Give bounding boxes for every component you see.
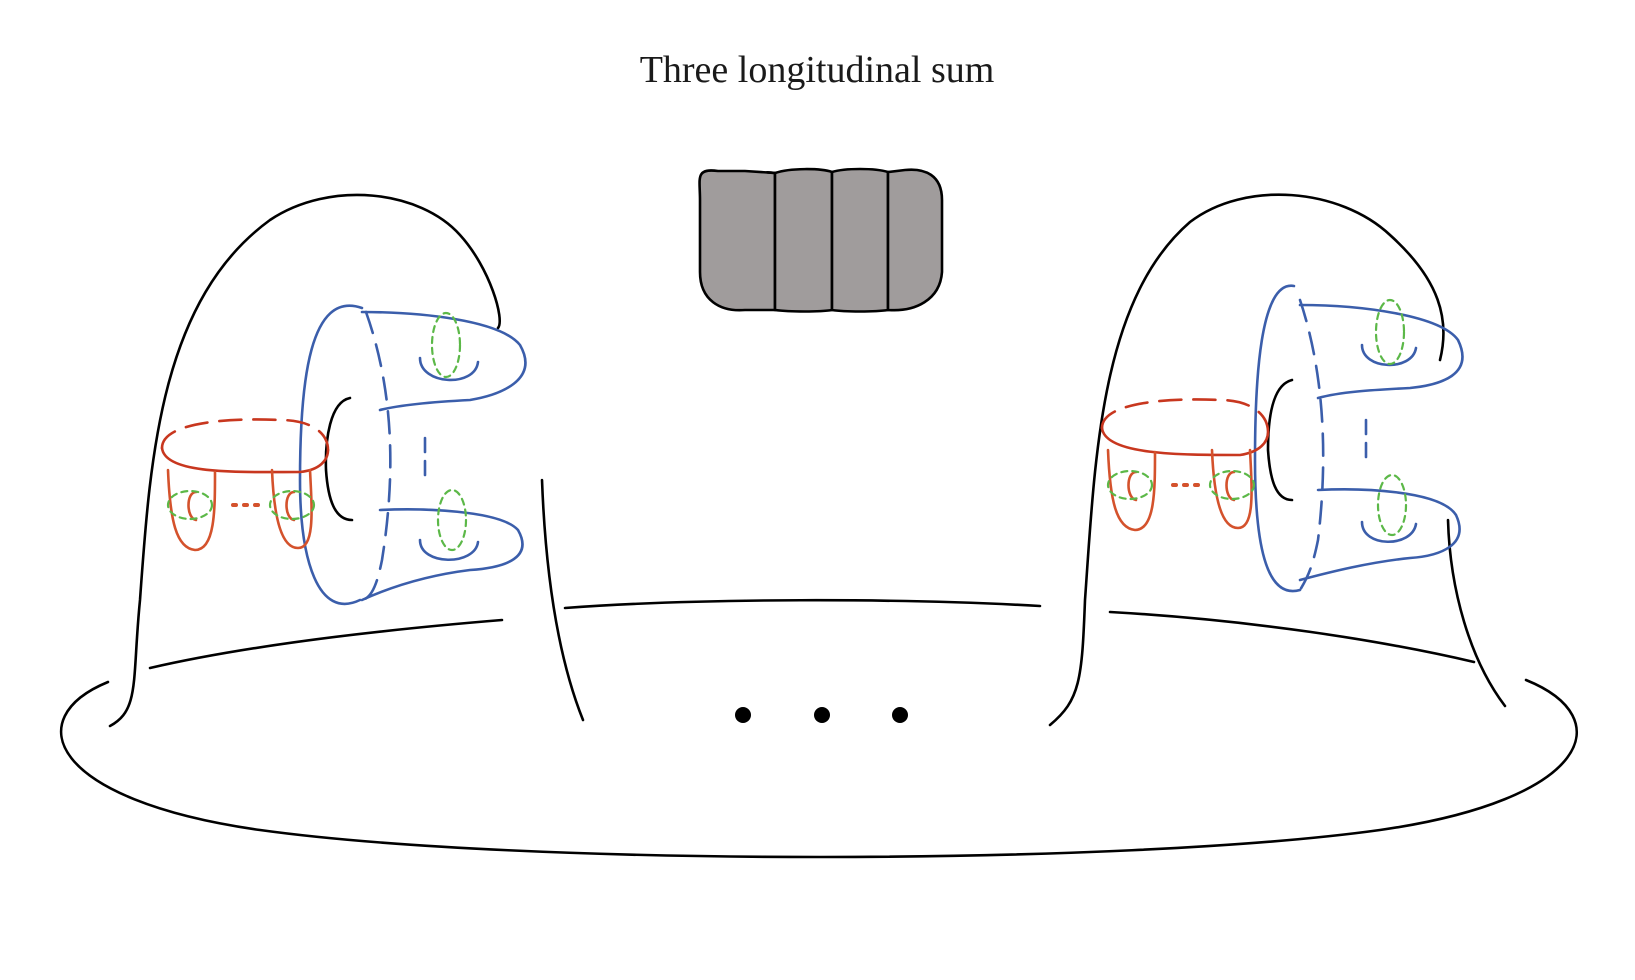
left-blue-torus-dashed (360, 310, 392, 602)
right-red-hook-2 (1225, 470, 1236, 502)
ellipsis-dots (735, 707, 908, 723)
left-cap-right-side (540, 478, 585, 722)
right-red-leg-left (1106, 448, 1157, 532)
left-green-loop-bottom (436, 488, 468, 552)
left-cap (108, 193, 585, 728)
right-cap-dome (1048, 193, 1445, 727)
inset-lobe-3 (830, 167, 890, 313)
left-red-disk-back (160, 418, 330, 452)
base-disk (59, 598, 1578, 859)
right-red-hook-1 (1127, 470, 1138, 502)
left-green-loop-red-1 (166, 489, 214, 521)
left-blue-arm-bottom (360, 508, 524, 602)
right-blue-torus-dashed (1298, 298, 1325, 592)
left-red-leg-right (270, 468, 313, 550)
right-blue-small-handle-top (1360, 343, 1418, 367)
diagram-title: Three longitudinal sum (640, 49, 995, 91)
left-blue-torus-outer (298, 304, 364, 606)
left-blue-small-handle-top (418, 356, 480, 382)
right-red-disk-front (1100, 426, 1270, 457)
right-green-loop-red-2 (1208, 469, 1256, 501)
right-red-leg-right (1210, 448, 1253, 530)
right-red-disk-back (1100, 398, 1270, 434)
left-black-hole (324, 396, 354, 522)
base-disk-back-right (1108, 610, 1476, 664)
inset-lobe-1 (698, 169, 777, 312)
inset-lobes (698, 167, 944, 313)
left-green-loop-red-2 (268, 489, 316, 521)
ellipsis-dot-3 (892, 707, 908, 723)
left-cap-dome (108, 193, 501, 728)
base-disk-back-left (148, 618, 504, 670)
base-disk-outline (59, 678, 1578, 859)
right-blue-torus-outer (1253, 284, 1302, 593)
ellipsis-dot-1 (735, 707, 751, 723)
right-blue-small-handle-bottom (1360, 520, 1418, 543)
left-red-hook-2 (285, 490, 296, 522)
left-red-leg-left (166, 468, 217, 552)
right-cap (1048, 193, 1507, 727)
right-blue-arm-bottom (1298, 488, 1461, 582)
inset-lobe-2 (765, 167, 834, 313)
right-cap-right-side (1446, 518, 1507, 708)
left-green-loop-top (430, 311, 462, 379)
inset-figure (698, 167, 944, 313)
right-green-loop-top (1374, 298, 1406, 366)
ellipsis-dot-2 (814, 707, 830, 723)
right-black-hole (1266, 378, 1294, 502)
left-red-hook-1 (187, 490, 198, 522)
base-disk-back-middle (563, 598, 1042, 610)
right-blue-arm-top (1298, 303, 1464, 400)
right-green-loop-bottom (1376, 473, 1408, 537)
right-green-loop-red-1 (1106, 469, 1154, 501)
left-blue-small-handle-bottom (418, 538, 480, 561)
inset-lobe-4 (886, 168, 944, 312)
left-red-disk-front (160, 446, 330, 474)
